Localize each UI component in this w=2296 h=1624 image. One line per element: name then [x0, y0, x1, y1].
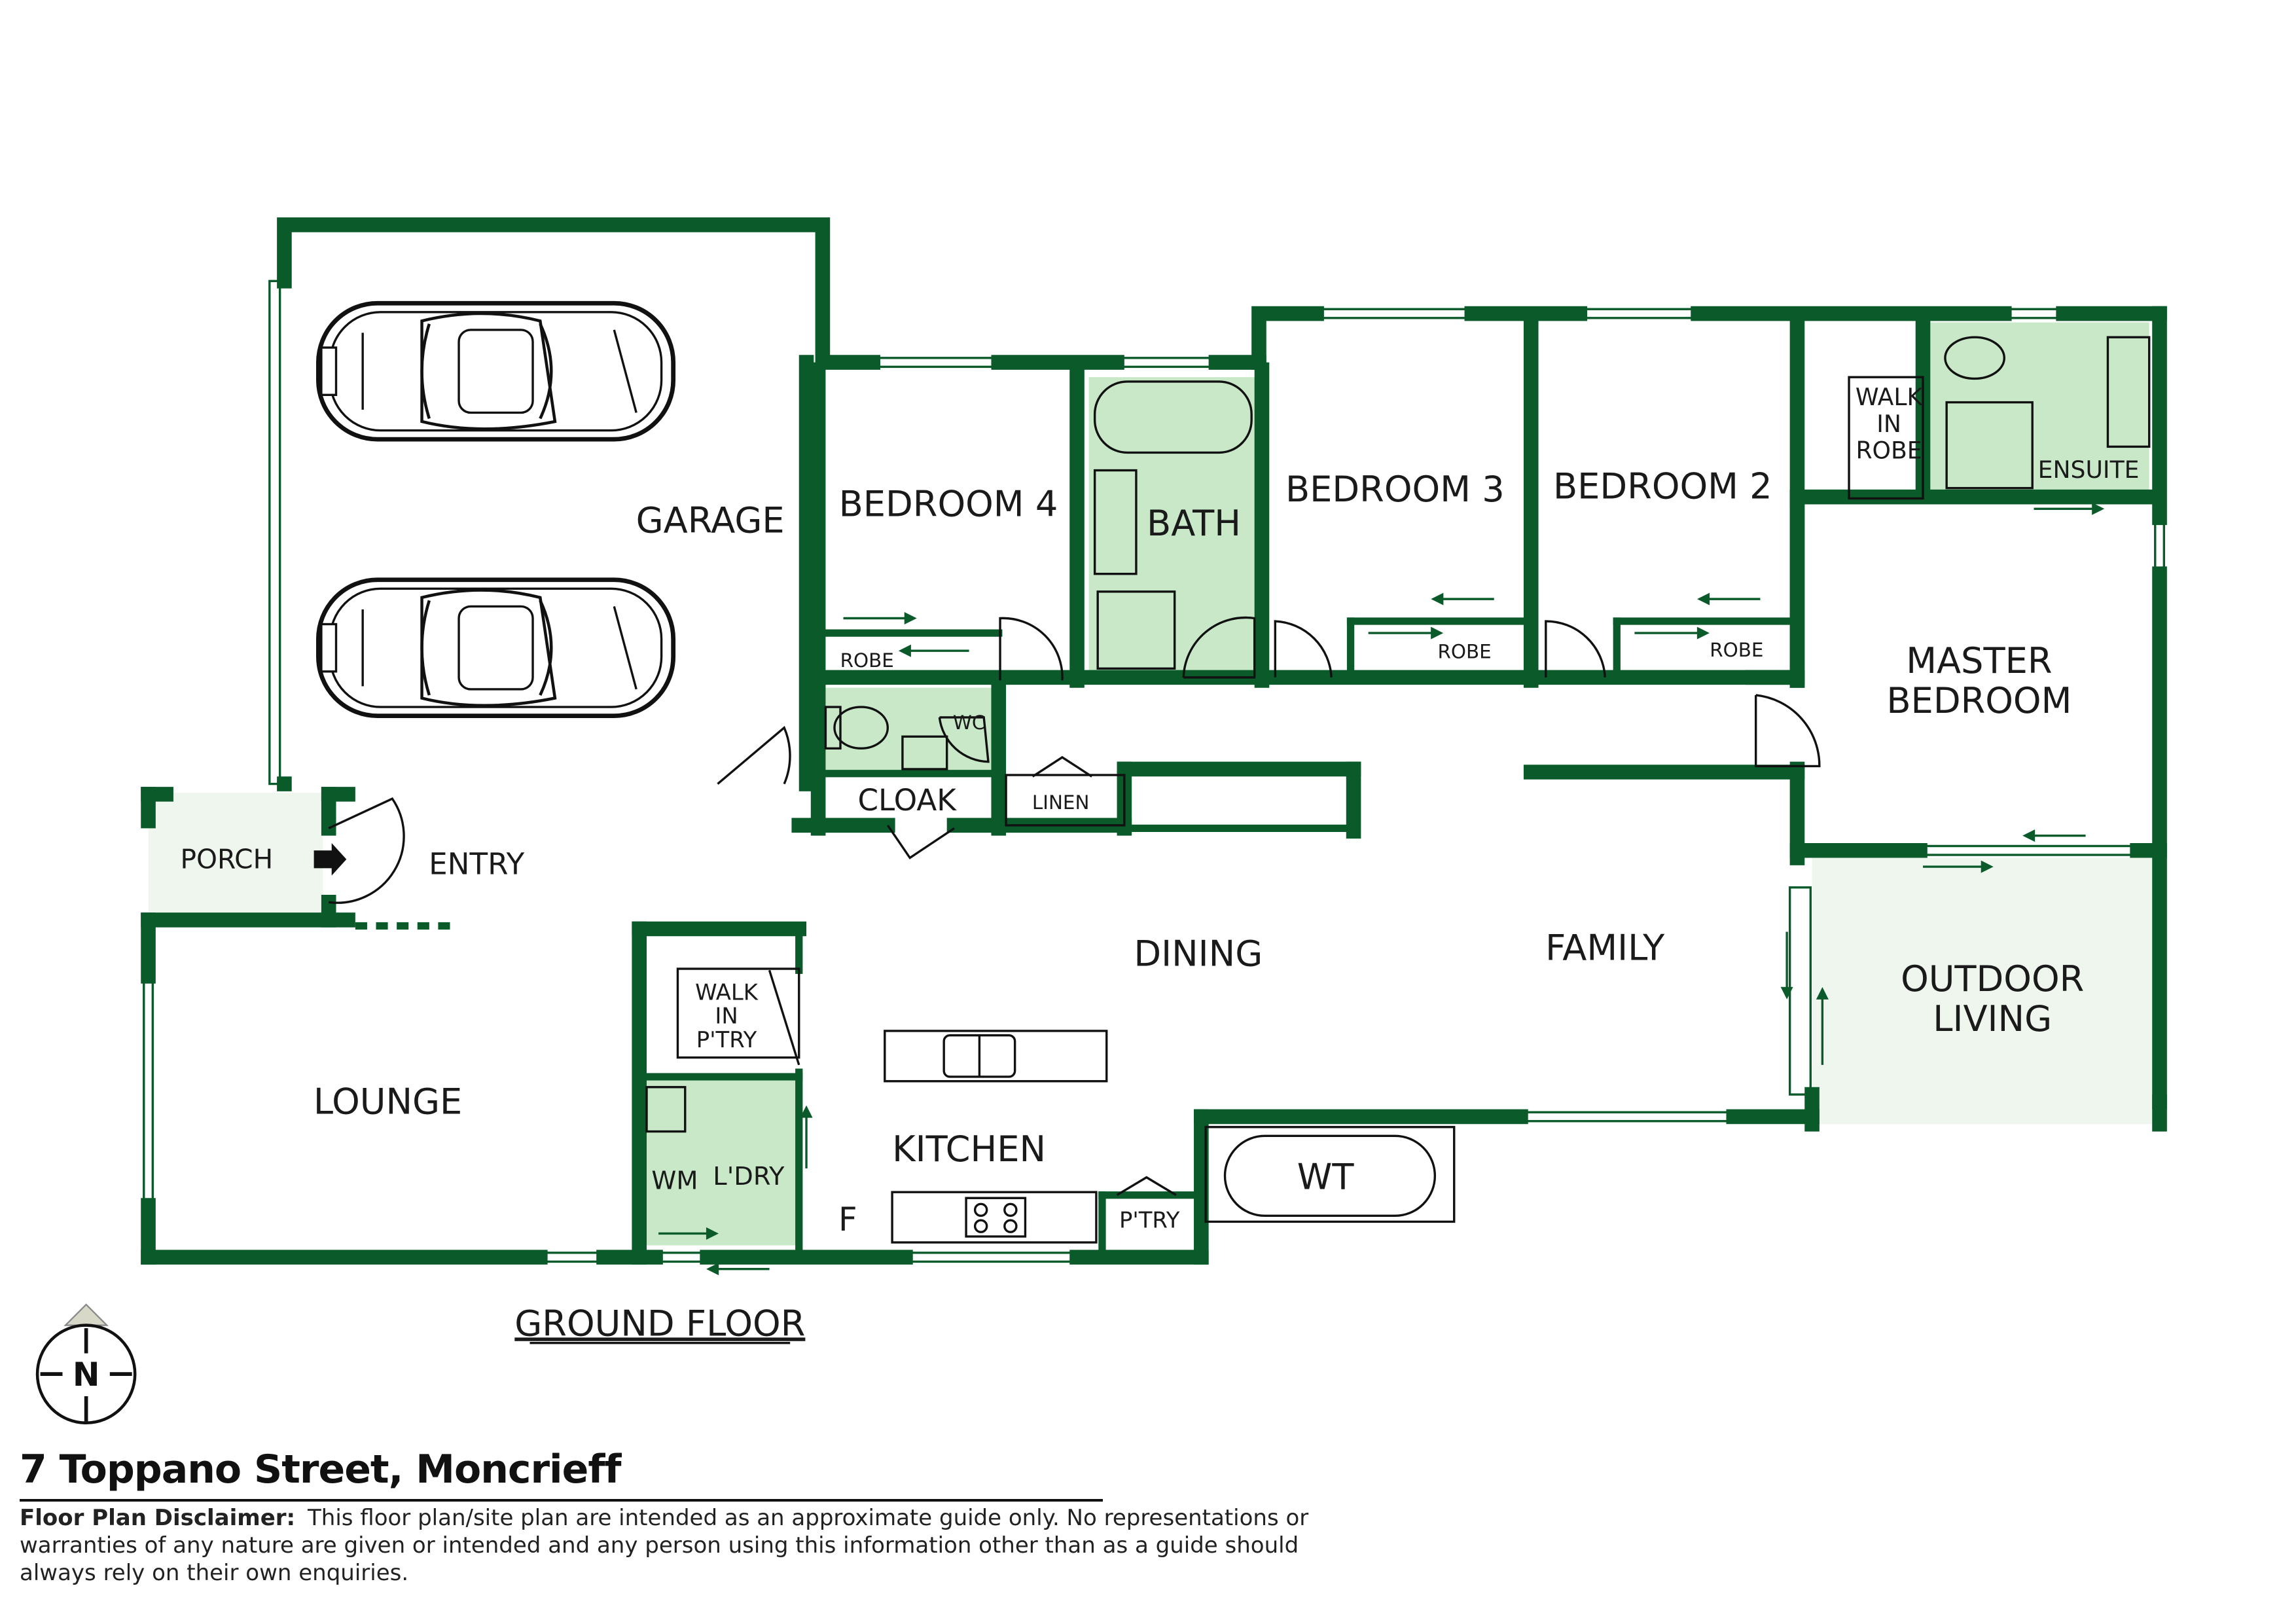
compass-letter: N	[73, 1356, 100, 1394]
master-bedroom-label-1: MASTER	[1906, 640, 2052, 681]
wc-label: WC	[953, 712, 986, 734]
dining-label: DINING	[1134, 933, 1263, 974]
garage-label: GARAGE	[636, 499, 785, 541]
lounge-label: LOUNGE	[314, 1081, 462, 1122]
bedroom4-label: BEDROOM 4	[839, 484, 1058, 525]
bedroom2-label: BEDROOM 2	[1553, 465, 1772, 507]
car-icon	[318, 303, 673, 439]
entry-arrow-icon	[314, 842, 347, 876]
walk-in-robe-label-2: IN	[1876, 410, 1901, 438]
family-label: FAMILY	[1545, 927, 1665, 968]
walk-in-robe-label-3: ROBE	[1856, 436, 1922, 464]
walk-in-pantry-label-2: IN	[715, 1003, 738, 1029]
walls	[141, 217, 2167, 1265]
pantry-label: P'TRY	[1119, 1207, 1180, 1233]
compass-icon: N	[35, 1303, 137, 1424]
windows-and-fittings	[143, 280, 2166, 1263]
kitchen-label: KITCHEN	[892, 1128, 1046, 1170]
wm-label: WM	[651, 1166, 698, 1196]
door-swings	[328, 616, 1821, 1197]
floor-title: GROUND FLOOR	[514, 1303, 805, 1344]
master-bedroom-label-2: BEDROOM	[1886, 680, 2072, 721]
outdoor-living-label-2: LIVING	[1933, 998, 2052, 1039]
ensuite-fill	[1930, 322, 2149, 497]
bath-fill	[1088, 377, 1258, 674]
water-tank-label: WT	[1297, 1157, 1355, 1198]
car-icon	[318, 580, 673, 716]
wc-fill	[821, 687, 996, 774]
outdoor-living-label-1: OUTDOOR	[1901, 958, 2084, 1000]
robe-label-bedroom3: ROBE	[1437, 641, 1491, 663]
outdoor-living-fill	[1812, 857, 2167, 1125]
laundry-fill	[639, 1079, 797, 1246]
laundry-label: L'DRY	[713, 1162, 785, 1191]
cloak-label: CLOAK	[857, 783, 957, 818]
porch-label: PORCH	[180, 843, 273, 875]
ensuite-label: ENSUITE	[2038, 456, 2140, 484]
porch-fill	[148, 793, 323, 923]
walk-in-pantry-label-3: P'TRY	[696, 1027, 757, 1053]
room-labels: GARAGE BEDROOM 4 BATH BEDROOM 3 BEDROOM …	[180, 383, 2139, 1238]
entry-label: ENTRY	[429, 846, 524, 881]
slider-arrows	[658, 502, 2105, 1276]
floor-fills	[148, 322, 2167, 1246]
bedroom3-label: BEDROOM 3	[1285, 469, 1505, 510]
fridge-label: F	[838, 1200, 857, 1238]
bath-label: BATH	[1147, 503, 1241, 544]
linen-label: LINEN	[1032, 791, 1090, 814]
walk-in-robe-label-1: WALK	[1856, 383, 1924, 411]
robe-label-bedroom4: ROBE	[840, 649, 894, 672]
robe-label-bedroom2: ROBE	[1710, 639, 1763, 661]
walk-in-pantry-label-1: WALK	[695, 979, 759, 1005]
